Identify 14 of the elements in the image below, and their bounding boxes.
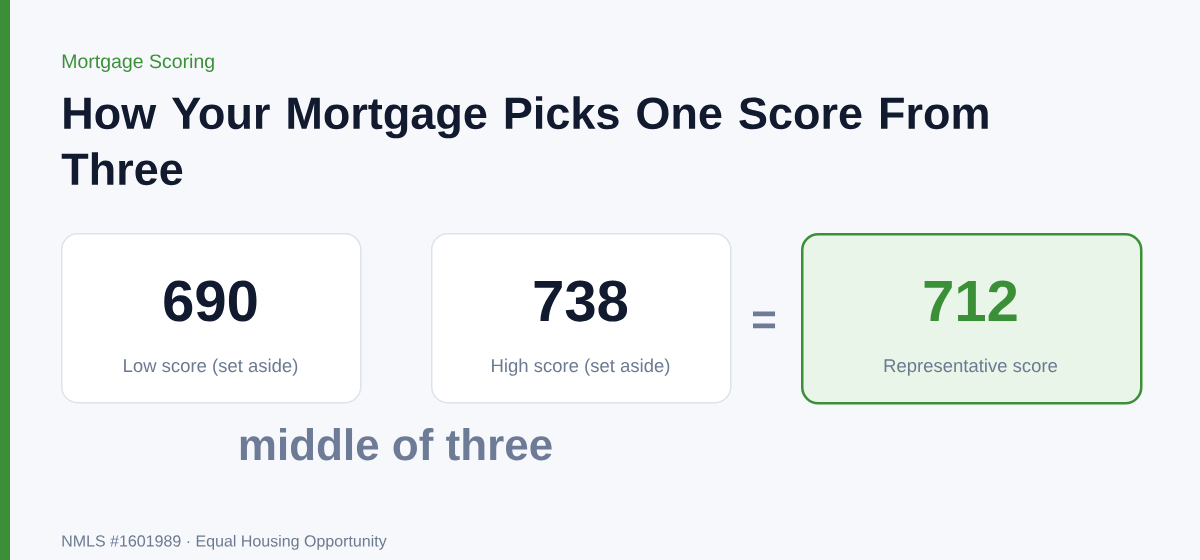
subtitle: Mortgage Scoring xyxy=(62,53,214,73)
score-card xyxy=(801,233,1143,405)
equals-sign: = xyxy=(753,311,776,329)
footer-text: NMLS #1601989 · Equal Housing Opportunity xyxy=(62,534,387,550)
score-caption: Low score (set aside) xyxy=(124,358,298,376)
score-card xyxy=(61,233,362,404)
score-value: 712 xyxy=(924,280,1017,321)
score-value: 690 xyxy=(164,280,257,322)
score-caption: Representative score xyxy=(884,358,1058,376)
score-card xyxy=(431,233,732,404)
title: How Your Mortgage Picks One Score From Three xyxy=(61,96,988,186)
score-value: 738 xyxy=(534,280,628,322)
score-caption: High score (set aside) xyxy=(492,358,670,376)
annotation: middle of three xyxy=(240,428,552,461)
